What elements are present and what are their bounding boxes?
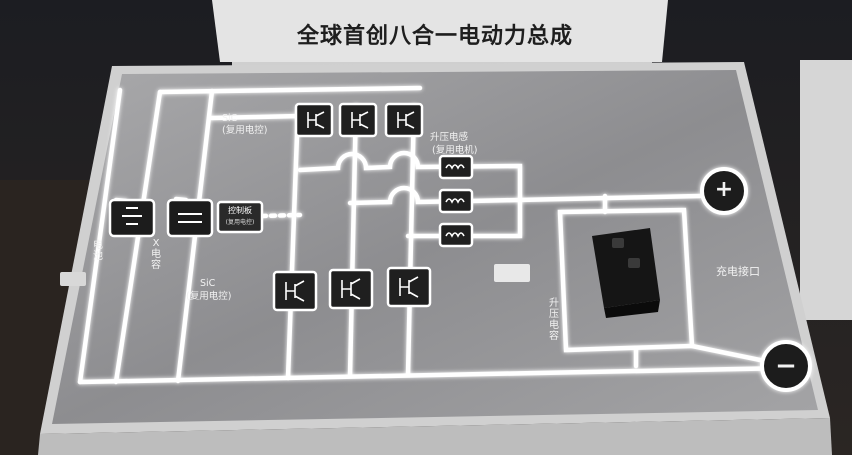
sign-title: 全球首创八合一电动力总成 (296, 24, 573, 49)
controller-label: 控制板 (228, 206, 252, 215)
boost-inductor-sublabel: (复用电机) (432, 145, 478, 156)
boost-inductor-label: 升压电感 (430, 132, 469, 143)
transistor-glyphs (285, 111, 419, 302)
table-front-edge (38, 418, 832, 455)
inductor-3 (438, 222, 474, 248)
x-capacitor-label: X电容 (151, 238, 161, 271)
board-surface (52, 70, 818, 424)
inductor-1 (438, 154, 474, 180)
sic-bottom-label: SiC (200, 278, 216, 289)
inductor-2 (438, 188, 474, 214)
minus-symbol: − (775, 351, 797, 381)
controller-sublabel: (复用电控) (225, 219, 255, 226)
light-reflection (494, 264, 530, 282)
plus-terminal (700, 167, 748, 215)
frame-reflection (60, 272, 86, 286)
sic-bottom-modules (272, 266, 432, 312)
right-wall-panel (800, 60, 852, 320)
x-capacitor-symbol (166, 198, 214, 238)
circuit-lines (77, 85, 793, 385)
boost-capacitor-label: 升压电容 (549, 298, 559, 342)
plus-symbol: + (714, 177, 734, 202)
battery-symbol (108, 198, 156, 238)
controller-board (216, 200, 264, 234)
boost-inductors (438, 154, 474, 248)
boost-capacitor-device (592, 228, 660, 318)
battery-label: 电池 (93, 240, 103, 262)
sic-top-sublabel: (复用电控) (222, 125, 268, 136)
sic-top-label: SiC (222, 113, 238, 124)
minus-terminal (760, 340, 812, 392)
charge-port-label: 充电接口 (716, 265, 760, 278)
sic-bottom-sublabel: (复用电控) (186, 291, 232, 302)
sign-panel (212, 0, 668, 62)
